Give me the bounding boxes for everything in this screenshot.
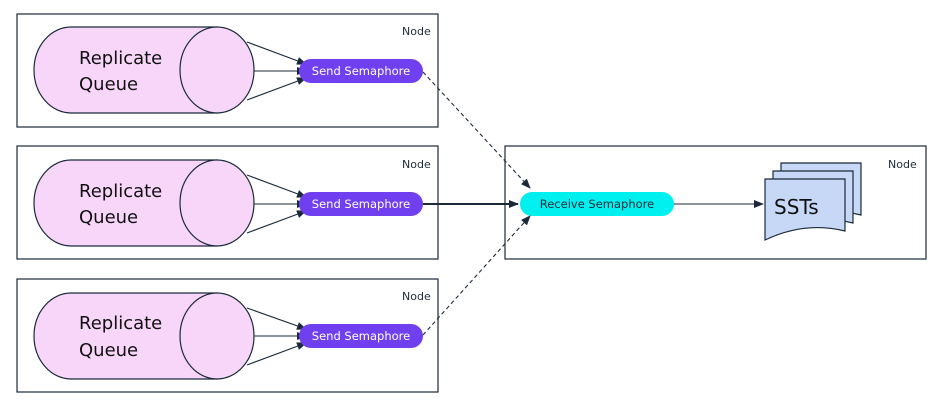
queue-label-line-2: Queue	[79, 207, 138, 228]
send-to-receive-dashed-arrow	[422, 215, 531, 336]
node-label: Node	[402, 158, 431, 171]
sender-node-1: Node Replicate Queue Send Semaphore	[16, 13, 439, 128]
send-semaphore-pill	[299, 59, 423, 83]
queue-label-line-2: Queue	[79, 340, 138, 361]
send-to-receive-dashed-arrow	[422, 71, 531, 189]
queue-to-send-arrow	[246, 342, 307, 366]
queue-to-send-arrow	[246, 174, 307, 198]
send-semaphore-label: Send Semaphore	[312, 329, 410, 343]
queue-label-line-1: Replicate	[79, 313, 162, 334]
sst-stack-icon	[764, 162, 862, 241]
sender-node-2: Node Replicate Queue Send Semaphore	[16, 145, 439, 260]
queue-to-send-arrow	[246, 307, 307, 330]
send-semaphore-pill	[299, 324, 423, 348]
receiver-node: Node Receive Semaphore SSTs	[504, 145, 927, 260]
replicate-queue-cylinder	[33, 159, 255, 247]
replicate-queue-cylinder	[33, 292, 255, 380]
send-semaphore-label: Send Semaphore	[312, 64, 410, 78]
receive-semaphore-label: Receive Semaphore	[540, 197, 654, 211]
queue-to-send-arrow	[246, 210, 307, 234]
queue-label-line-1: Replicate	[79, 48, 162, 69]
queue-label-line-2: Queue	[79, 74, 138, 95]
send-semaphore-pill	[299, 192, 423, 216]
queue-to-send-arrow	[246, 41, 307, 65]
sender-node-3: Node Replicate Queue Send Semaphore	[16, 278, 439, 393]
replicate-queue-cylinder	[33, 26, 255, 114]
receive-semaphore-pill	[520, 192, 674, 216]
queue-to-send-arrow	[246, 77, 307, 101]
queue-label-line-1: Replicate	[79, 181, 162, 202]
sst-label: SSTs	[774, 195, 819, 219]
node-label: Node	[402, 290, 431, 303]
node-label: Node	[888, 158, 917, 171]
send-semaphore-label: Send Semaphore	[312, 197, 410, 211]
node-label: Node	[402, 25, 431, 38]
